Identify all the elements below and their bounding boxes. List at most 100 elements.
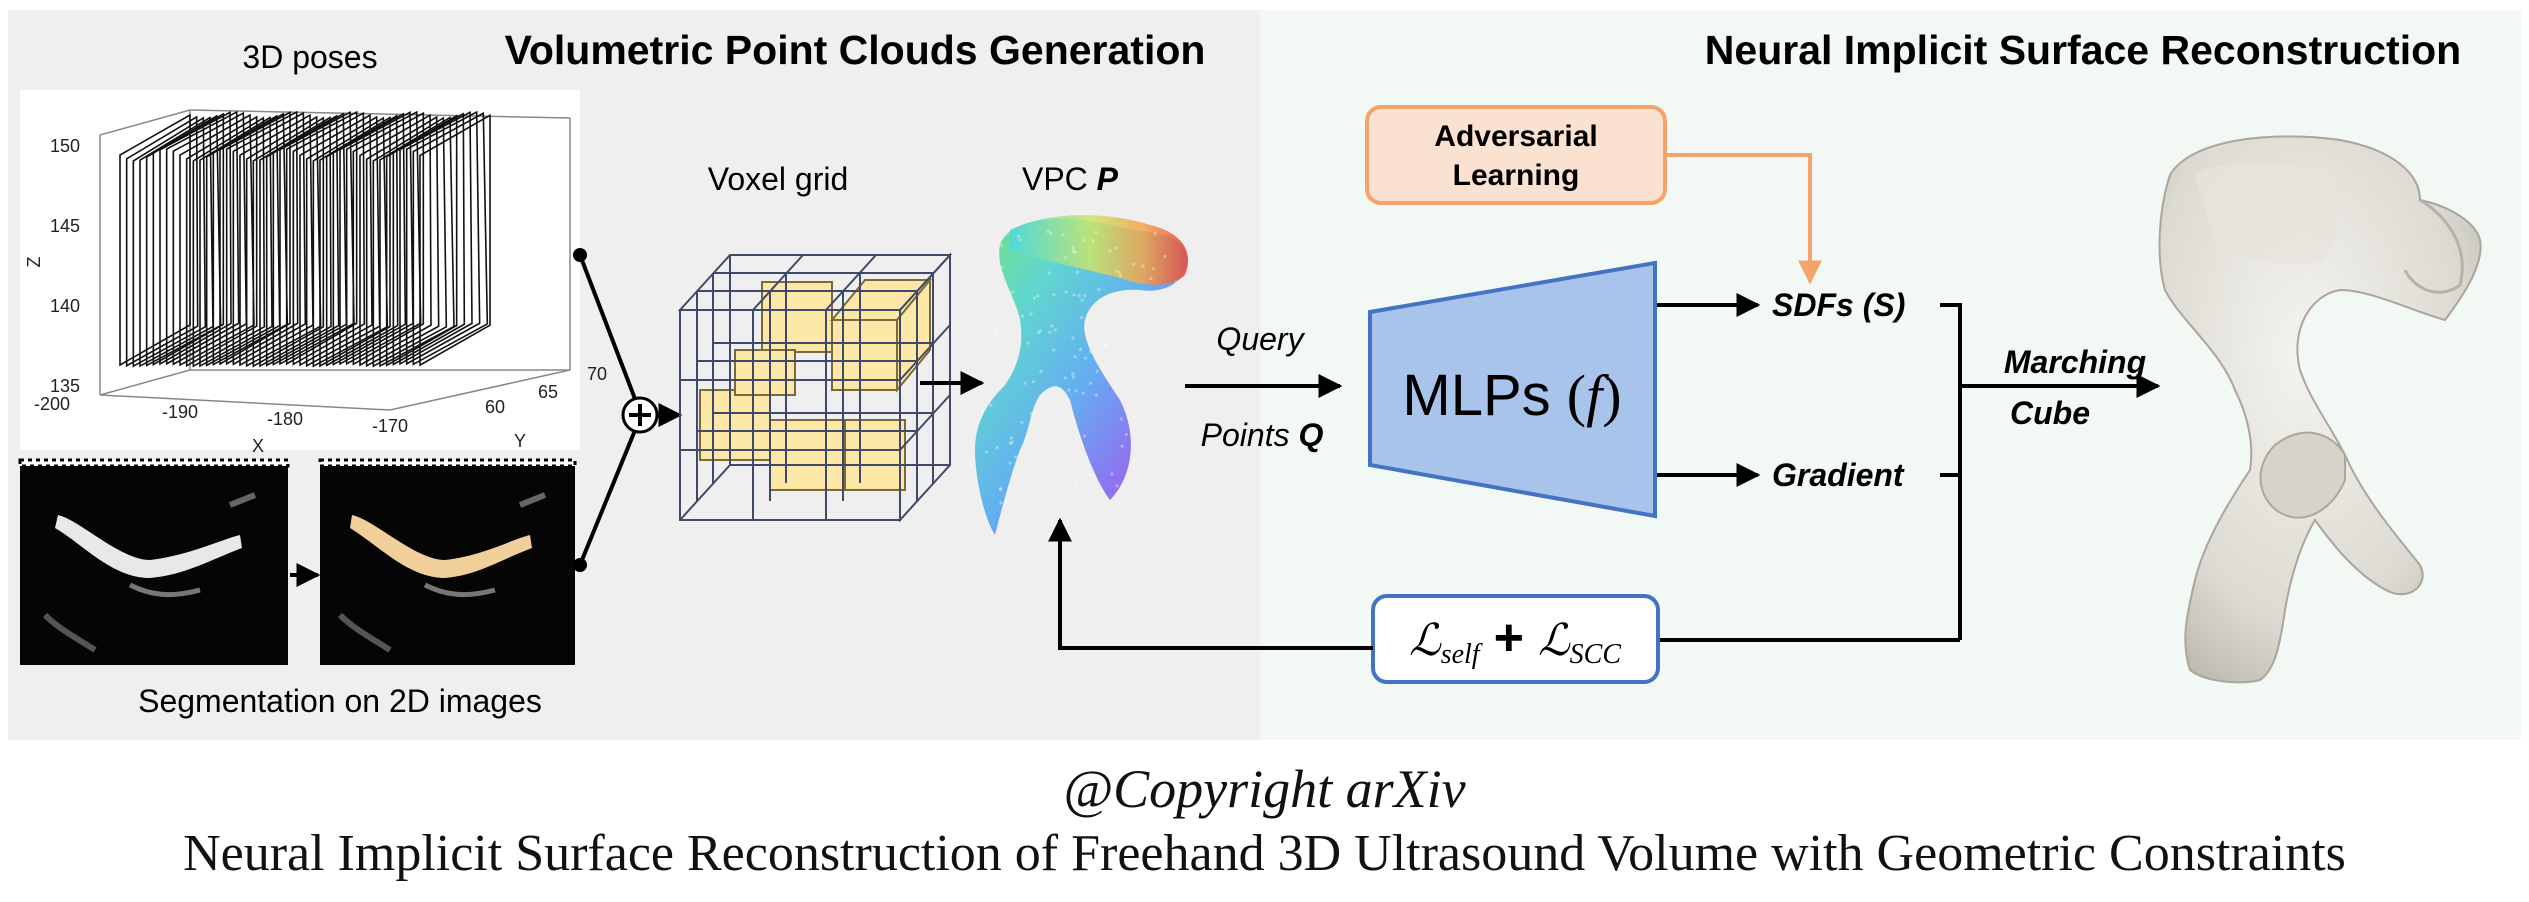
vpc-speckle bbox=[999, 501, 1003, 505]
vpc-speckle bbox=[1052, 516, 1056, 520]
vpc-speckle bbox=[1008, 461, 1012, 465]
vpc-speckle bbox=[1113, 340, 1118, 344]
vpc-speckle bbox=[1071, 372, 1075, 376]
vpc-speckle bbox=[1143, 347, 1148, 351]
vpc-speckle bbox=[996, 330, 1000, 334]
vpc-speckle bbox=[1000, 265, 1005, 270]
vpc-speckle bbox=[993, 334, 997, 338]
vpc-speckle bbox=[1029, 312, 1033, 316]
vpc-speckle bbox=[1108, 249, 1112, 253]
vpc-speckle bbox=[985, 450, 989, 454]
vpc-speckle bbox=[1082, 239, 1086, 243]
vpc-speckle bbox=[1071, 336, 1075, 340]
pose-slice-frame bbox=[405, 110, 481, 366]
vpc-speckle bbox=[1010, 290, 1014, 294]
vpc-speckle bbox=[1163, 254, 1167, 259]
vpc-speckle bbox=[1073, 355, 1077, 359]
vpc-speckle bbox=[1073, 250, 1077, 254]
vpc-speckle bbox=[1038, 329, 1042, 333]
vpc-speckle bbox=[999, 487, 1003, 491]
pose-slice-frame bbox=[399, 110, 473, 366]
vpc-speckle bbox=[1100, 364, 1105, 368]
mlp-block bbox=[1368, 260, 1657, 519]
vpc-speckle bbox=[1134, 500, 1138, 504]
vpc-speckle bbox=[1160, 507, 1164, 511]
vpc-speckle bbox=[1175, 406, 1179, 410]
pose-slice-frame bbox=[372, 116, 448, 368]
pose-slice-frame bbox=[325, 114, 399, 367]
loss-box bbox=[1371, 594, 1660, 684]
segmentation-label: Segmentation on 2D images bbox=[138, 683, 542, 719]
x-axis-label: X bbox=[252, 436, 264, 456]
y-axis-label: Y bbox=[514, 431, 526, 451]
vpc-speckle bbox=[1114, 246, 1119, 250]
vpc-speckle bbox=[1010, 440, 1014, 444]
vpc-speckle bbox=[1118, 274, 1122, 278]
vpc-speckle bbox=[1080, 316, 1084, 320]
gradient-label: Gradient bbox=[1772, 457, 1905, 493]
pose-slice-frame bbox=[385, 114, 458, 367]
vpc-speckle bbox=[1146, 407, 1150, 411]
vpc-speckle bbox=[1153, 232, 1157, 236]
vpc-speckle bbox=[1135, 419, 1139, 423]
vpc-speckle bbox=[1115, 373, 1119, 377]
pose-slice-frame bbox=[192, 116, 266, 368]
pose-slice-frame bbox=[232, 111, 307, 366]
vpc-speckle bbox=[1074, 485, 1078, 489]
vpc-speckle bbox=[1117, 270, 1121, 274]
vpc-speckle bbox=[1071, 474, 1075, 479]
vpc-speckle bbox=[1052, 292, 1056, 297]
vpc-speckle bbox=[1006, 296, 1010, 300]
vpc-label: VPC P bbox=[1022, 161, 1119, 197]
vpc-speckle bbox=[1152, 267, 1156, 271]
ultrasound-image-segmented bbox=[318, 458, 577, 665]
vpc-speckle bbox=[1030, 445, 1034, 449]
vpc-speckle bbox=[1083, 356, 1087, 360]
vpc-speckle bbox=[1023, 381, 1027, 385]
right-panel-title: Neural Implicit Surface Reconstruction bbox=[1705, 27, 2461, 73]
mlp-label: MLPs (f) bbox=[1402, 363, 1621, 428]
vpc-speckle bbox=[1076, 520, 1080, 524]
vpc-speckle bbox=[1117, 307, 1121, 311]
vpc-speckle bbox=[1089, 349, 1093, 354]
combine-plus-icon bbox=[621, 396, 659, 434]
loss-formula: ℒself+ℒSCC bbox=[1409, 609, 1621, 670]
vpc-speckle bbox=[1148, 446, 1152, 450]
voxel-grid-label: Voxel grid bbox=[708, 161, 849, 197]
vpc-speckle bbox=[1059, 507, 1064, 511]
vpc-speckle bbox=[1046, 229, 1050, 234]
pose-slice-frame bbox=[332, 112, 407, 366]
pose-slice-frame bbox=[365, 115, 440, 368]
vpc-speckle bbox=[1017, 234, 1021, 238]
vpc-speckle bbox=[1082, 434, 1087, 438]
x-tick: -190 bbox=[162, 402, 198, 422]
vpc-speckle bbox=[1091, 239, 1095, 243]
reconstructed-bone-mesh bbox=[2158, 135, 2482, 684]
vpc-speckle bbox=[1162, 393, 1166, 398]
loss-feedback-arrow bbox=[1048, 517, 1373, 650]
vpc-speckle bbox=[1044, 495, 1048, 499]
vpc-speckle bbox=[1164, 426, 1168, 430]
z-axis-label: Z bbox=[24, 257, 44, 268]
vpc-speckle bbox=[1160, 348, 1164, 352]
vpc-speckle bbox=[1090, 472, 1094, 476]
vpc-speckle bbox=[1077, 294, 1081, 298]
vpc-speckle bbox=[1175, 377, 1179, 381]
vpc-speckle bbox=[1132, 262, 1136, 267]
vpc-speckle bbox=[1177, 389, 1182, 394]
z-tick: 145 bbox=[50, 216, 80, 236]
vpc-speckle bbox=[1168, 481, 1172, 485]
pose-slice-frame bbox=[419, 113, 491, 367]
vpc-speckle bbox=[1031, 380, 1036, 384]
vpc-speckle bbox=[1101, 346, 1105, 350]
voxel-grid bbox=[677, 252, 953, 523]
pose-slice-frame bbox=[119, 113, 191, 367]
vpc-speckle bbox=[1029, 472, 1033, 476]
marching-label: Marching bbox=[2004, 344, 2146, 380]
vpc-speckle bbox=[1094, 393, 1098, 397]
vpc-speckle bbox=[998, 487, 1003, 491]
vpc-speckle bbox=[1120, 444, 1124, 448]
pose-slice-frame bbox=[292, 111, 366, 366]
output-bracket bbox=[1940, 303, 1962, 640]
